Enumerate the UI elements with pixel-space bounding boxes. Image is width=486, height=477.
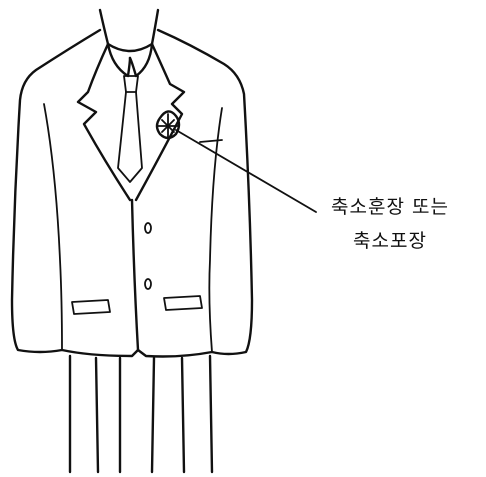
jacket-buttons (144, 222, 152, 290)
annotation-line-2: 축소포장 (353, 230, 427, 252)
jacket-body (10, 28, 254, 358)
shirt-collar (106, 42, 154, 78)
annotation-line-1: 축소훈장 또는 (331, 196, 449, 218)
miniature-medal-icon (155, 110, 181, 140)
neck (98, 8, 160, 46)
jacket-pockets (71, 139, 223, 315)
leader-line (175, 129, 317, 213)
lapels (76, 42, 186, 352)
necktie (117, 75, 143, 183)
trousers (68, 354, 214, 474)
medal-annotation: 축소훈장 또는 축소포장 (300, 190, 480, 258)
